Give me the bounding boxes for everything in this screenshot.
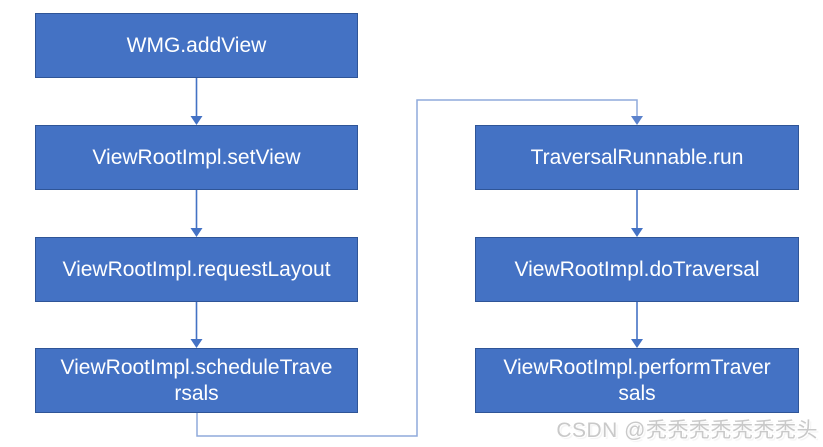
arrow-setview-to-requestlayout (190, 190, 203, 237)
flow-node-wmg-addview: WMG.addView (35, 13, 358, 78)
flow-node-viewrootimpl-requestlayout: ViewRootImpl.requestLayout (35, 237, 358, 302)
arrow-addview-to-setview (190, 78, 203, 125)
flow-node-viewrootimpl-performtraversals: ViewRootImpl.performTraver sals (475, 348, 799, 413)
arrow-dotraversal-to-performtraversals (631, 302, 643, 348)
flow-node-viewrootimpl-dotraversal: ViewRootImpl.doTraversal (475, 237, 799, 302)
flow-node-viewrootimpl-setview: ViewRootImpl.setView (35, 125, 358, 190)
arrow-requestlayout-to-scheduletraversals (190, 302, 203, 348)
csdn-watermark: CSDN @秃秃秃秃秃秃秃头 (556, 419, 818, 442)
arrow-traversalrunnable-to-dotraversal (631, 190, 643, 237)
flow-node-viewrootimpl-scheduletraversals: ViewRootImpl.scheduleTrave rsals (35, 348, 358, 413)
flow-node-traversalrunnable-run: TraversalRunnable.run (475, 125, 799, 190)
